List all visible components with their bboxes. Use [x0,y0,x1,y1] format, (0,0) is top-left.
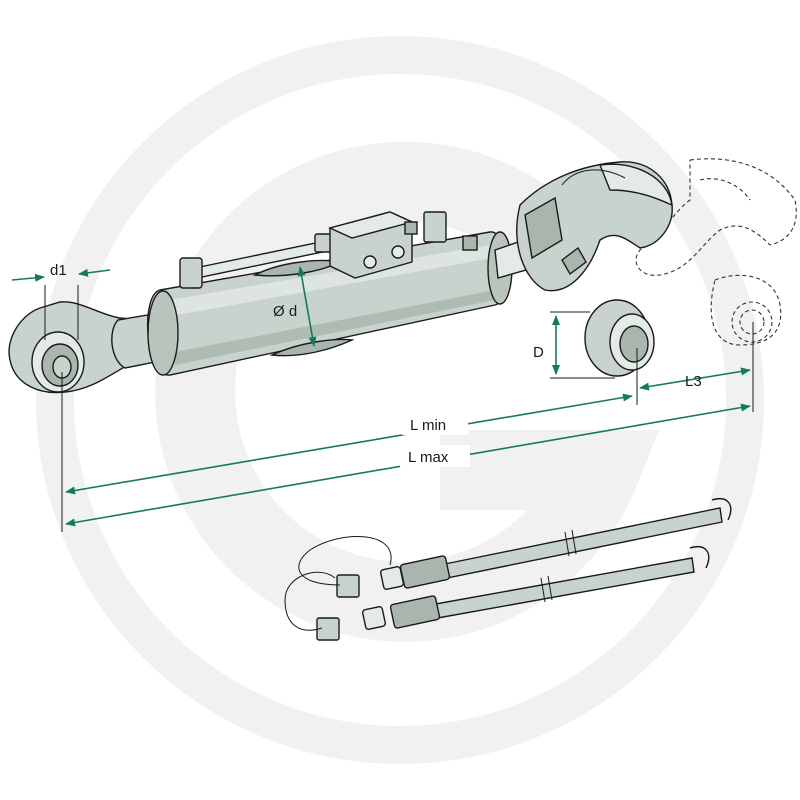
d1-arrow-right [78,268,111,277]
label-D: D [533,344,544,361]
quick-coupler-hook [516,161,673,292]
label-d1: d1 [50,262,67,279]
label-L3: L3 [685,373,702,390]
L3-arrow [639,367,751,391]
watermark-logo [36,36,764,764]
hydraulic-cylinder [8,161,673,394]
label-L-min: L min [410,417,446,434]
label-L-max: L max [408,449,449,466]
ball-sleeve [584,299,655,377]
diameter-d-arrow [297,266,317,347]
dashed-hook-outline [635,158,797,346]
valve-block [327,211,478,279]
d1-arrow-left [11,273,45,282]
label-diameter-d: Ø d [273,303,297,320]
